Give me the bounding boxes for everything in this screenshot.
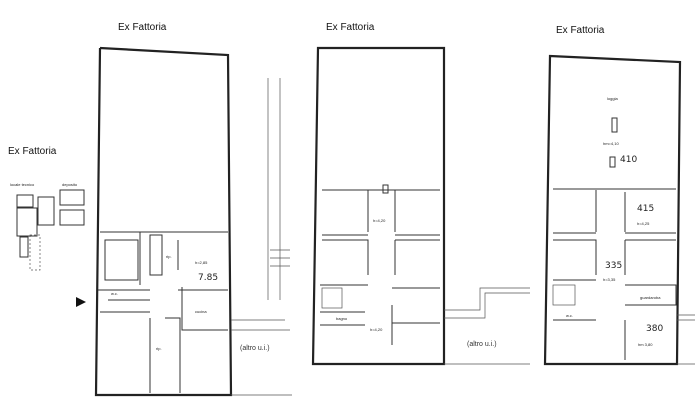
caption-second: Ex Fattoria: [556, 25, 605, 36]
label-other-unit: (altro u.i.): [467, 341, 497, 348]
label-locale-tecnico: locale tecnico: [10, 182, 35, 187]
label-rip: rip.: [166, 254, 172, 259]
key-plan: locale tecnico deposito: [10, 182, 85, 271]
caption-ground: Ex Fattoria: [118, 22, 167, 33]
label-guardaroba: guardaroba: [640, 295, 661, 300]
label-other-unit: (altro u.i.): [240, 345, 270, 352]
entrance-arrow-icon: [76, 297, 86, 307]
plan-ground-floor: w.c. rip. rip. h=2,85 cucina 7.85 (altro…: [76, 46, 292, 397]
handwritten-height: 335: [605, 261, 622, 271]
label-height: hm=4,10: [603, 141, 619, 146]
label-rip: rip.: [156, 346, 162, 351]
plan-first-floor: h=4,20 h=4,20 bagno (altro u.i.): [311, 46, 530, 366]
handwritten-height: 380: [646, 324, 663, 334]
label-height: h=2,85: [195, 260, 208, 265]
label-height: hm 3,80: [638, 342, 653, 347]
handwritten-height: 7.85: [198, 273, 218, 283]
label-height: h=3,35: [603, 277, 616, 282]
label-height: h=4,20: [373, 218, 386, 223]
label-height: h=4,25: [637, 221, 650, 226]
plan-second-floor: loggia hm=4,10 410 415 h=4,25 335 h=3,35…: [543, 54, 695, 366]
handwritten-height: 410: [620, 155, 637, 165]
label-height: h=4,20: [370, 327, 383, 332]
label-deposito: deposito: [62, 182, 78, 187]
handwritten-height: 415: [637, 204, 654, 214]
caption-first: Ex Fattoria: [326, 22, 375, 33]
label-wc: w.c.: [111, 291, 118, 296]
label-wc: w.c.: [566, 313, 573, 318]
label-bagno: bagno: [336, 316, 348, 321]
label-cucina: cucina: [195, 309, 207, 314]
label-loggia: loggia: [607, 96, 618, 101]
caption-key: Ex Fattoria: [8, 146, 57, 157]
